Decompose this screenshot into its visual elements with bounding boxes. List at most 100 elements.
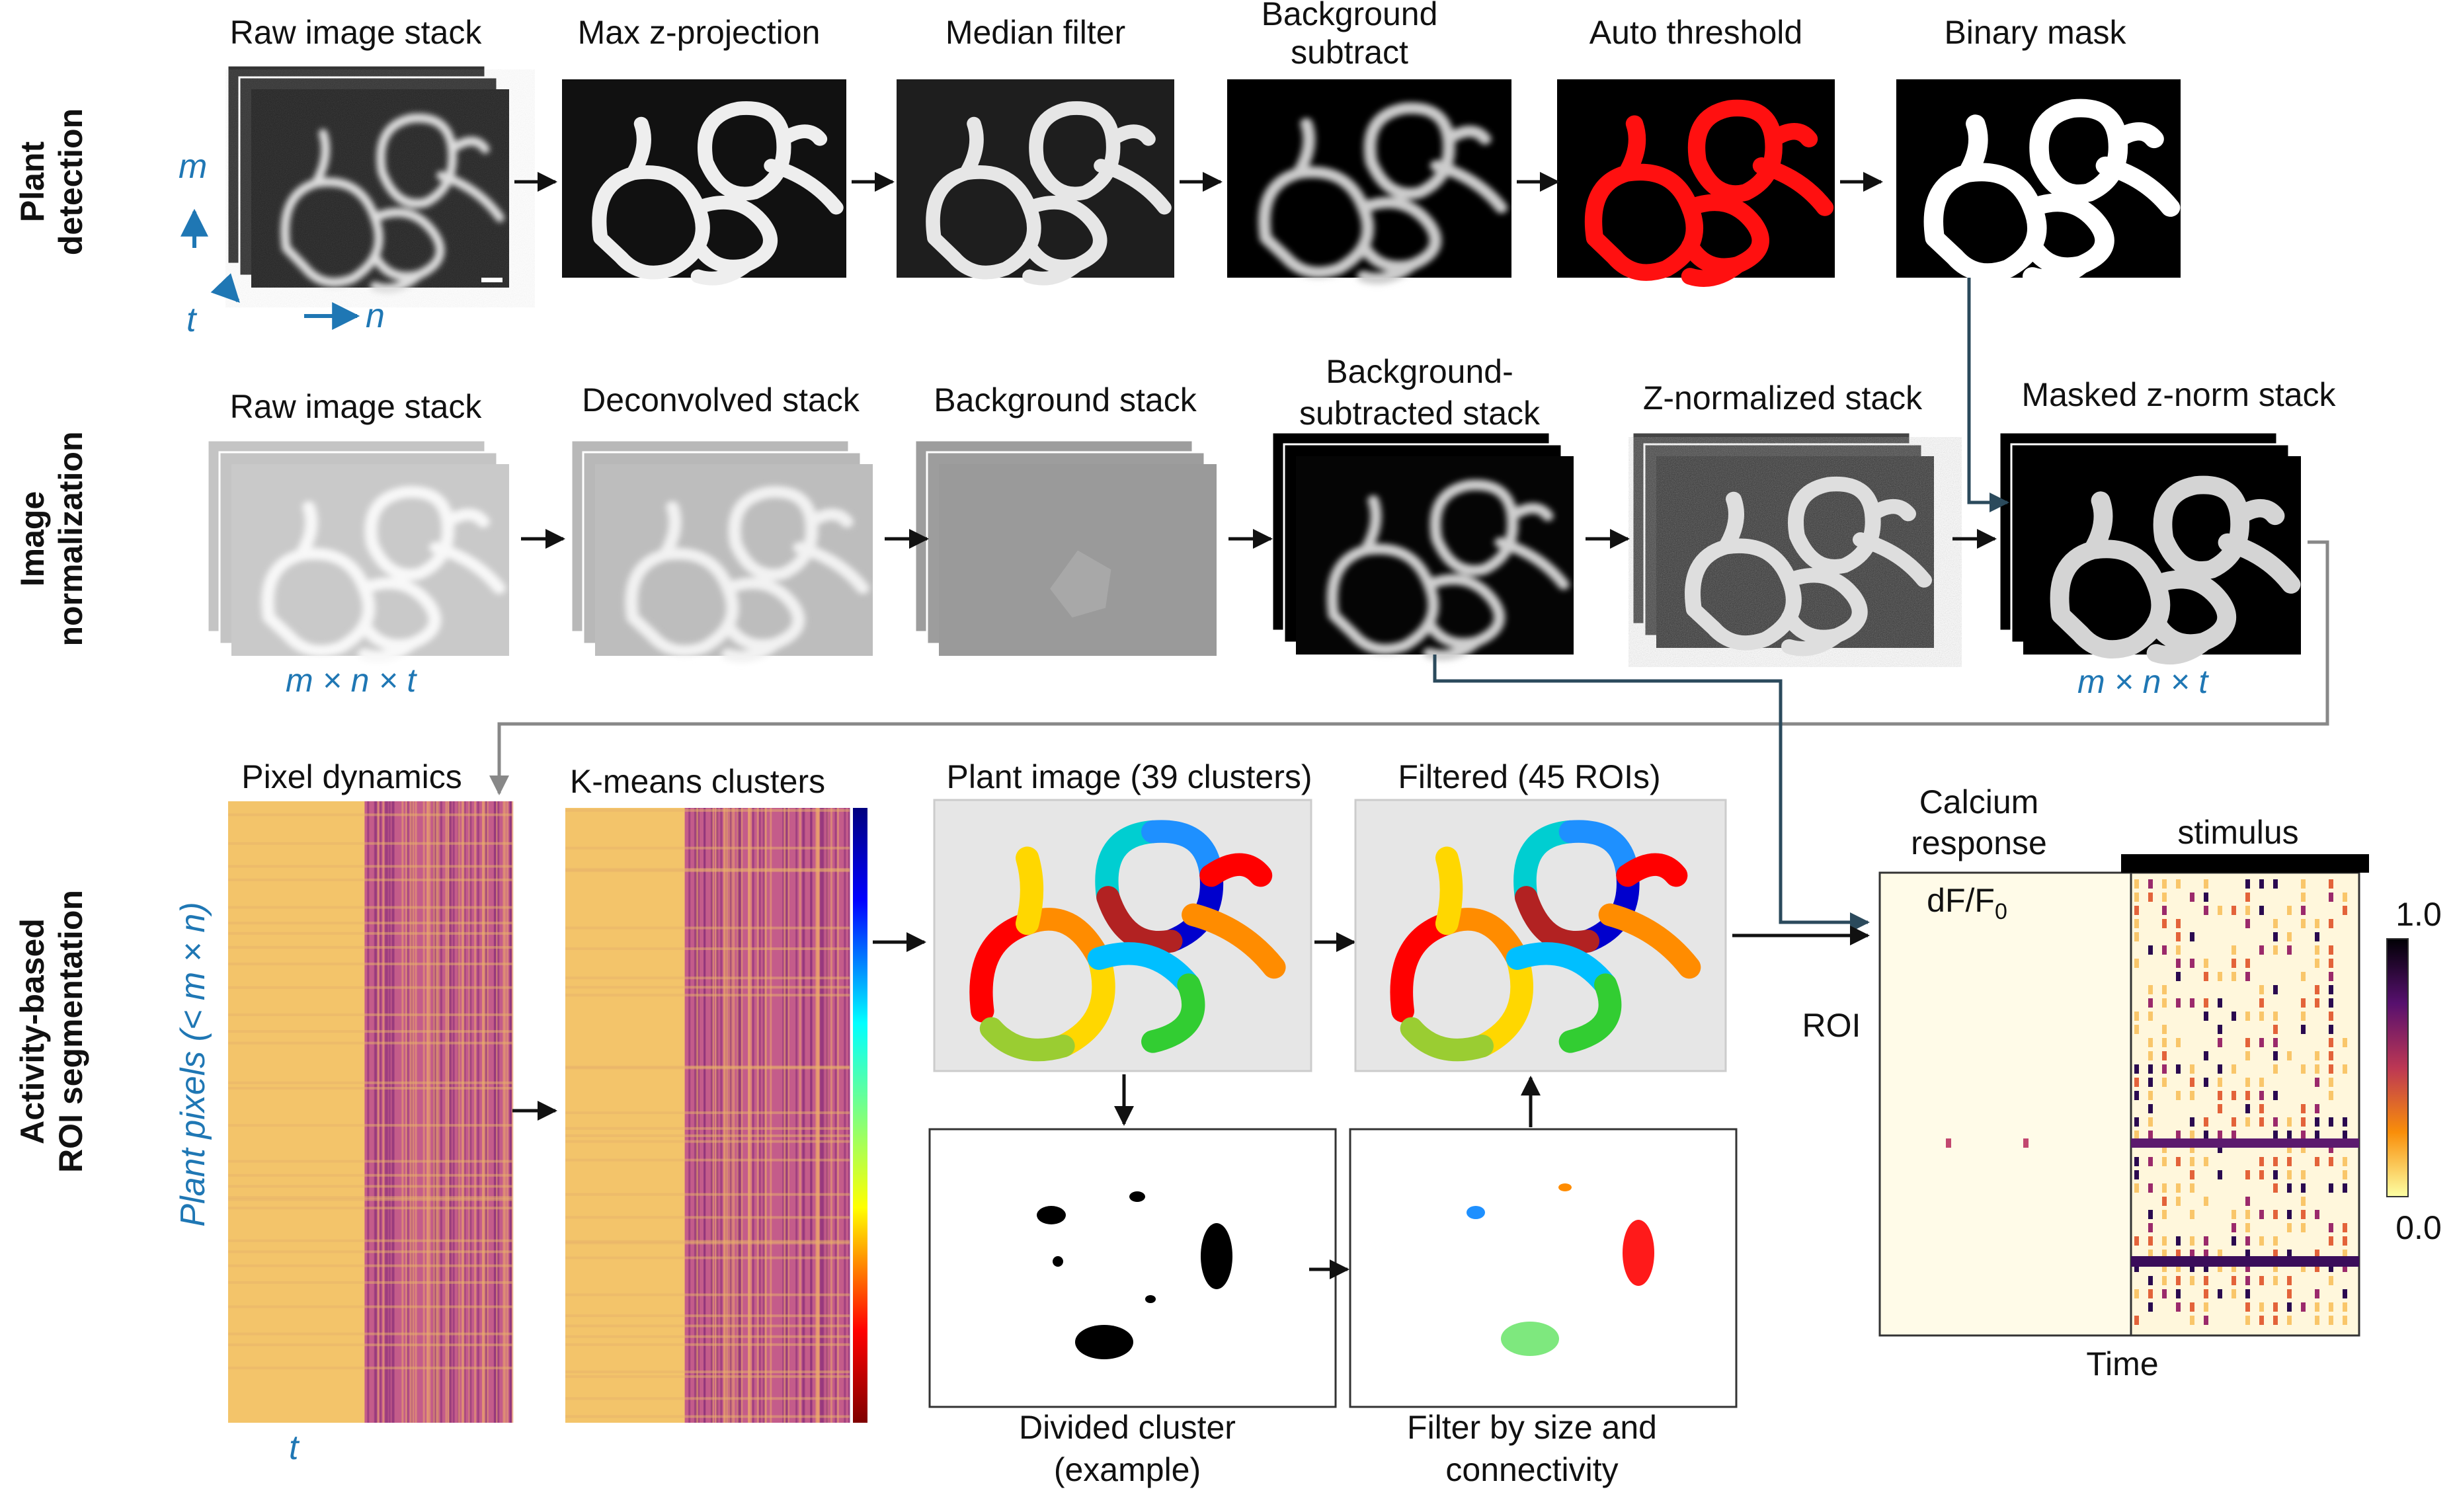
label-max-projection: Max z-projection bbox=[577, 14, 821, 51]
label-background-subtract-2: subtract bbox=[1291, 34, 1408, 71]
calcium-heatmap bbox=[1878, 854, 2369, 1337]
y-axis-plant-pixels: Plant pixels (< m × n) bbox=[174, 902, 212, 1227]
label-pixel-dynamics: Pixel dynamics bbox=[241, 758, 462, 795]
plant-image-clusters-cluster-10 bbox=[1199, 853, 1273, 887]
axis-label-m: m bbox=[179, 147, 208, 186]
roi-blob-blue bbox=[1467, 1206, 1485, 1219]
label-median-filter: Median filter bbox=[945, 14, 1126, 51]
plant-image-clusters-cluster-12 bbox=[1016, 846, 1044, 935]
plant-image-clusters-cluster-8 bbox=[1087, 942, 1201, 996]
filtered-rois-cluster-12 bbox=[1435, 846, 1463, 935]
calcium-title-2: response bbox=[1911, 824, 2047, 861]
filtered-rois-cluster-10 bbox=[1616, 853, 1688, 887]
raw-stack-1 bbox=[251, 89, 509, 288]
median-filter bbox=[897, 79, 1174, 278]
row-title-plant-detection: Plant detection bbox=[14, 108, 89, 256]
plant-image-clusters-cluster-0 bbox=[969, 912, 1039, 1023]
stimulus-bar bbox=[2121, 854, 2369, 873]
raw-stack-2 bbox=[231, 464, 509, 657]
roi-blob-green bbox=[1501, 1322, 1559, 1356]
dims-left: m × n × t bbox=[286, 662, 417, 699]
label-background-subtract-1: Background bbox=[1261, 0, 1438, 32]
axis-label-t: t bbox=[186, 301, 196, 339]
calcium-baseline bbox=[1878, 871, 2132, 1337]
filtered-rois-cluster-8 bbox=[1506, 942, 1617, 996]
filtered-rois-cluster-0 bbox=[1390, 912, 1459, 1023]
auto-threshold bbox=[1557, 79, 1835, 278]
filtered-rois bbox=[1354, 799, 1727, 1072]
roi-blob-red bbox=[1623, 1220, 1654, 1286]
filtered-rois-cluster-3 bbox=[1400, 1017, 1494, 1062]
z-normalized-stack bbox=[1656, 456, 1934, 649]
filtered-rois-cluster-9 bbox=[1558, 973, 1622, 1053]
label-raw-stack-1: Raw image stack bbox=[229, 14, 482, 51]
kmeans-heatmap-active bbox=[684, 808, 850, 1423]
max-projection bbox=[562, 79, 846, 278]
label-filter-by-1: Filter by size and bbox=[1407, 1409, 1657, 1446]
connector-mask bbox=[1967, 278, 2009, 512]
stimulus-label: stimulus bbox=[2177, 814, 2299, 851]
roi-label: ROI bbox=[1802, 1007, 1861, 1044]
divided-blob-1 bbox=[1129, 1191, 1145, 1202]
divided-cluster-frame bbox=[928, 1128, 1337, 1408]
plant-image-clusters-cluster-11 bbox=[1182, 903, 1286, 979]
dims-right: m × n × t bbox=[2077, 663, 2208, 700]
axis-arrow-t bbox=[210, 273, 240, 303]
plant-image-clusters-cluster-2 bbox=[1051, 947, 1115, 1058]
kmeans-colorbar bbox=[853, 808, 867, 1423]
background-stack-blob bbox=[1050, 550, 1111, 617]
divided-blob-4 bbox=[1145, 1295, 1156, 1303]
background-stack bbox=[939, 464, 1217, 656]
bg-subtracted-stack bbox=[1296, 456, 1574, 655]
time-label: Time bbox=[2086, 1345, 2159, 1382]
baseline-spike-0 bbox=[1946, 1138, 1951, 1148]
colorbar-min: 0.0 bbox=[2395, 1209, 2442, 1246]
label-z-normalized: Z-normalized stack bbox=[1642, 379, 1923, 417]
label-raw-stack-2: Raw image stack bbox=[229, 388, 482, 425]
deconvolved-stack bbox=[595, 464, 873, 657]
kmeans-heatmap bbox=[565, 808, 850, 1423]
label-filter-by-2: connectivity bbox=[1445, 1451, 1619, 1488]
filtered-rois-cluster-11 bbox=[1598, 903, 1701, 979]
strong-row-2 bbox=[2131, 1256, 2359, 1267]
connector-pixel-dynamics bbox=[489, 540, 2329, 795]
colorbar-max: 1.0 bbox=[2395, 896, 2442, 933]
row-title-image-normalization: Image normalization bbox=[14, 431, 89, 647]
divided-blob-3 bbox=[1075, 1325, 1133, 1359]
baseline-spike-1 bbox=[2023, 1138, 2029, 1148]
label-binary-mask: Binary mask bbox=[1944, 14, 2126, 51]
filtered-rois-cluster-2 bbox=[1470, 947, 1533, 1058]
label-divided-1: Divided cluster bbox=[1019, 1409, 1236, 1446]
calcium-colorbar bbox=[2386, 938, 2409, 1197]
plant-image-clusters-cluster-7 bbox=[1096, 886, 1183, 954]
plant-image-clusters bbox=[933, 799, 1312, 1072]
scale-bar bbox=[481, 278, 503, 282]
label-filtered: Filtered (45 ROIs) bbox=[1398, 758, 1661, 795]
strong-row-1 bbox=[2131, 1138, 2359, 1148]
divided-blob-0 bbox=[1037, 1206, 1066, 1224]
calcium-title-1: Calcium bbox=[1919, 783, 2039, 820]
divided-cluster-panel bbox=[928, 1128, 1337, 1408]
dff-label: dF/F0 bbox=[1927, 882, 2007, 924]
label-bg-subtracted-1: Background- bbox=[1326, 353, 1513, 390]
filtered-rois-cluster-7 bbox=[1515, 886, 1600, 954]
pixel-dynamics-heatmap bbox=[228, 801, 514, 1423]
row-title-roi-segmentation: Activity-based ROI segmentation bbox=[14, 890, 89, 1173]
label-deconvolved: Deconvolved stack bbox=[582, 381, 860, 418]
label-background-stack: Background stack bbox=[934, 381, 1197, 418]
x-axis-t: t bbox=[289, 1429, 299, 1467]
divided-blob-5 bbox=[1053, 1256, 1063, 1267]
axis-label-n: n bbox=[366, 297, 385, 335]
label-plant-image: Plant image (39 clusters) bbox=[946, 758, 1312, 795]
filter-frame bbox=[1349, 1128, 1738, 1408]
plant-image-clusters-cluster-3 bbox=[979, 1017, 1075, 1062]
roi-blob-orange bbox=[1558, 1183, 1572, 1191]
connector-bg-to-calcium bbox=[1433, 655, 1870, 932]
masked-znorm-stack bbox=[2023, 456, 2301, 655]
binary-mask bbox=[1896, 79, 2181, 278]
label-divided-2: (example) bbox=[1053, 1451, 1201, 1488]
label-auto-threshold: Auto threshold bbox=[1589, 14, 1803, 51]
label-bg-subtracted-2: subtracted stack bbox=[1299, 395, 1541, 432]
